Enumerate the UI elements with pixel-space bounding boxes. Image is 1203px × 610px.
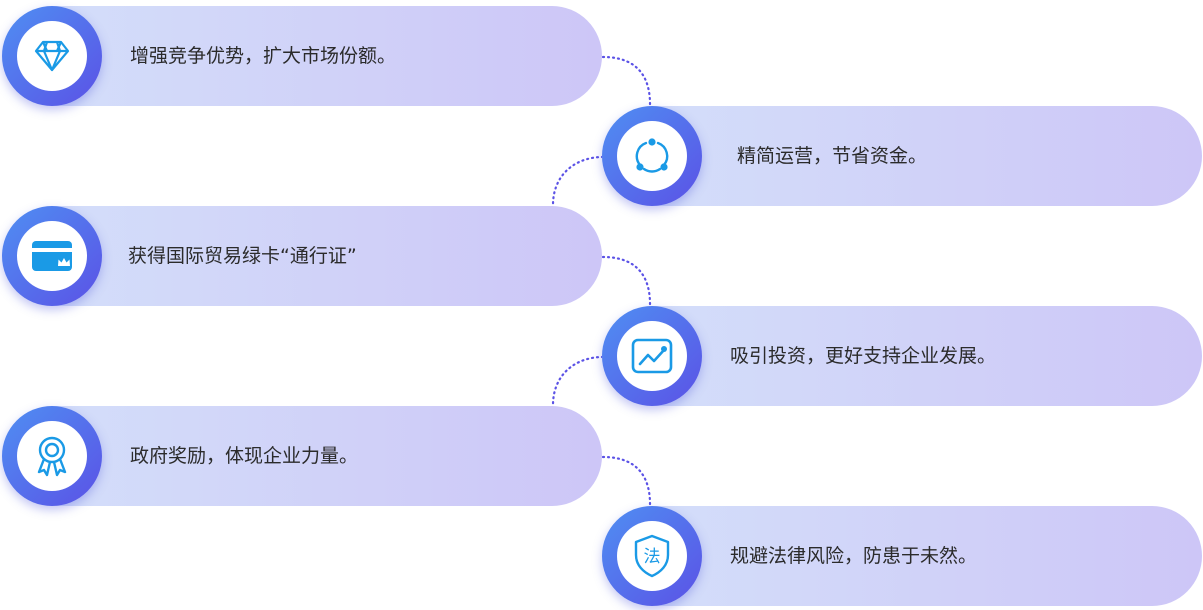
icon-badge-2	[602, 106, 702, 206]
benefit-text-6: 规避法律风险，防患于未然。	[730, 545, 978, 567]
growth-chart-icon	[631, 338, 673, 374]
connector-1-2	[601, 55, 652, 106]
benefit-text-3: 获得国际贸易绿卡“通行证”	[128, 245, 357, 267]
benefit-item-2: 精简运营，节省资金。	[602, 106, 1202, 206]
icon-badge-6: 法	[602, 506, 702, 606]
icon-badge-4	[602, 306, 702, 406]
card-crown-icon	[31, 239, 73, 273]
benefit-item-5: 政府奖励，体现企业力量。	[2, 406, 602, 506]
connector-4-5	[551, 355, 605, 407]
icon-badge-3	[2, 206, 102, 306]
benefit-item-1: 增强竞争优势，扩大市场份额。	[2, 6, 602, 106]
connector-5-6	[601, 455, 652, 506]
diamond-icon	[34, 39, 70, 73]
benefit-text-1: 增强竞争优势，扩大市场份额。	[130, 45, 397, 67]
award-ribbon-icon	[33, 435, 71, 477]
benefit-text-5: 政府奖励，体现企业力量。	[130, 445, 359, 467]
icon-badge-1	[2, 6, 102, 106]
benefit-text-2: 精简运营，节省资金。	[737, 145, 928, 167]
connector-2-3	[551, 155, 605, 207]
benefit-item-3: 获得国际贸易绿卡“通行证”	[2, 206, 602, 306]
cycle-icon	[632, 136, 672, 176]
law-shield-icon: 法	[633, 534, 671, 578]
shield-glyph: 法	[644, 547, 661, 567]
icon-badge-5	[2, 406, 102, 506]
benefit-text-4: 吸引投资，更好支持企业发展。	[730, 345, 997, 367]
connector-3-4	[601, 255, 652, 306]
benefit-item-6: 法 规避法律风险，防患于未然。	[602, 506, 1202, 606]
benefit-item-4: 吸引投资，更好支持企业发展。	[602, 306, 1202, 406]
